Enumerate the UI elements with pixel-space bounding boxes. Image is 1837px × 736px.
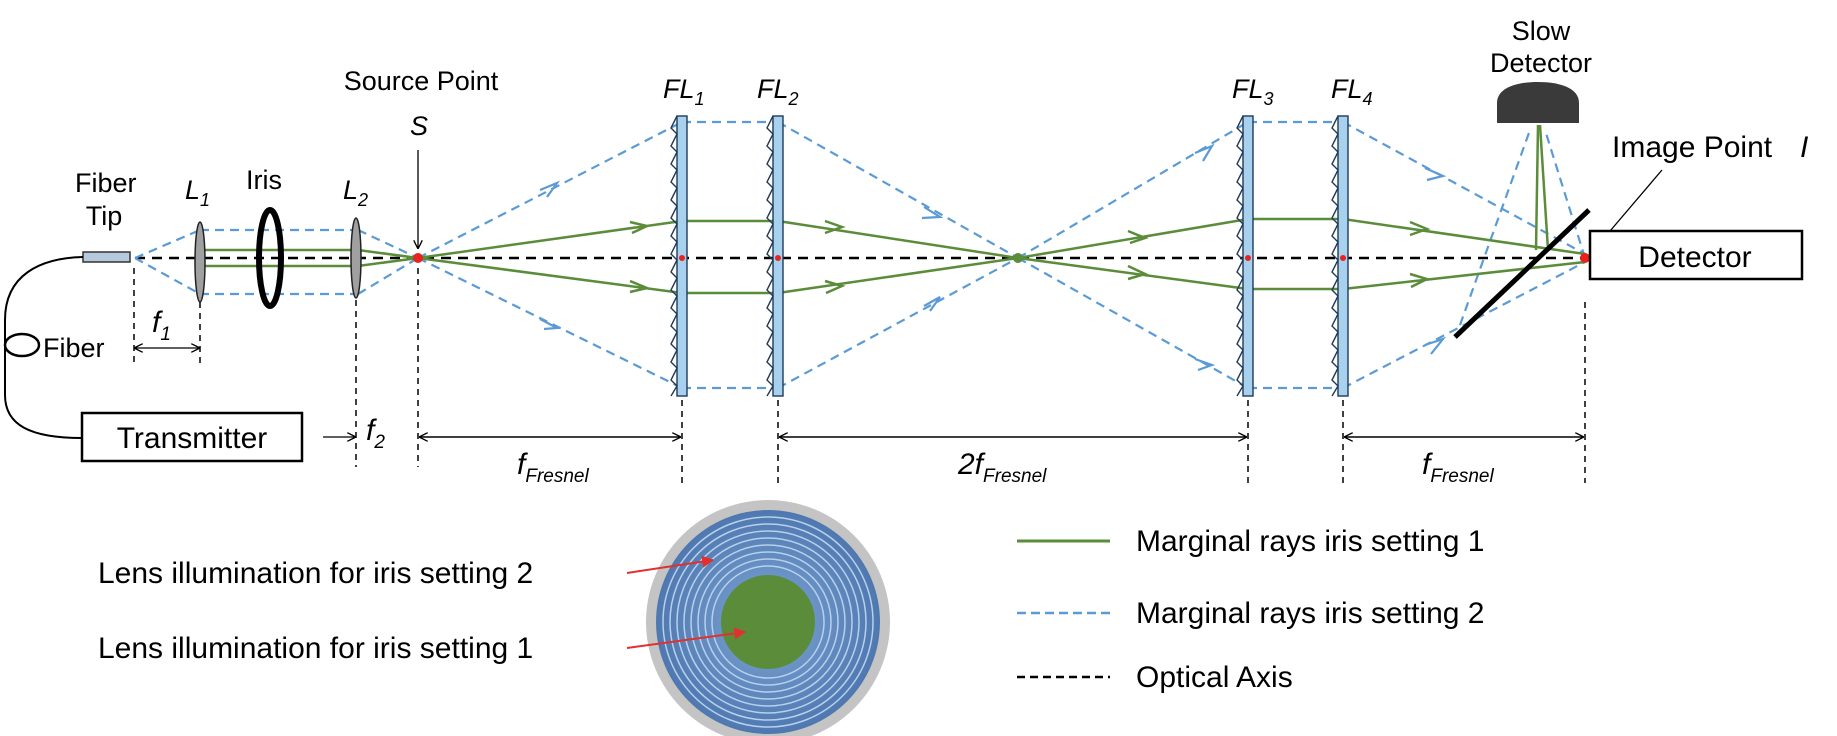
- fl3-label: FL3: [1232, 74, 1274, 109]
- blue-arrowhead: [1194, 357, 1216, 372]
- f-fresnel-label-1: fFresnel: [517, 448, 589, 487]
- blue-ray-fiber-l1-top: [134, 228, 201, 260]
- lens-l1-label: L1: [185, 175, 210, 210]
- green-ray-to-slow-detector-a: [1534, 124, 1540, 251]
- blue-ray-fl2-focus-top: [777, 121, 1019, 259]
- green-arrowhead: [1127, 229, 1149, 245]
- blue-ray-s-fl1-top: [417, 121, 683, 259]
- fresnel-lens-fl4: [1331, 115, 1349, 397]
- image-point-label: Image Point: [1612, 131, 1773, 164]
- green-arrowhead: [1409, 220, 1431, 237]
- setting2-annotation-arrow: [626, 555, 715, 574]
- fresnel-lens-fl3: [1236, 115, 1254, 397]
- image-symbol: I: [1800, 131, 1808, 164]
- source-point: [413, 253, 423, 263]
- lens-l2-label: L2: [343, 175, 368, 210]
- blue-ray-fl4-image-top: [1342, 121, 1586, 255]
- blue-arrowhead: [921, 206, 944, 220]
- fiber-label: Fiber: [43, 333, 105, 363]
- beam-splitter: [1453, 208, 1591, 339]
- transmitter-box: [80, 411, 304, 463]
- fiber-loop-icon: [3, 332, 41, 358]
- lens-illum-setting1-label: Lens illumination for iris setting 1: [98, 632, 533, 665]
- legend-label-3: Optical Axis: [1136, 661, 1293, 694]
- fl4-label: FL4: [1331, 74, 1373, 109]
- green-arrowhead: [1409, 272, 1431, 289]
- legend: Marginal rays iris setting 1 Marginal ra…: [1017, 525, 1484, 694]
- green-ray-s-fl1-bottom: [417, 256, 683, 295]
- fiber-tip-label-line1: Fiber: [75, 168, 137, 198]
- blue-arrowhead: [1424, 336, 1447, 355]
- blue-ray-l2-s-bottom: [357, 257, 419, 295]
- intermediate-focus-point: [1013, 253, 1023, 263]
- green-arrowhead: [824, 279, 846, 295]
- green-arrowhead: [629, 220, 651, 235]
- blue-ray-s-fl1-bottom: [417, 257, 683, 389]
- lens-l1: [194, 221, 206, 303]
- fl1-label: FL1: [663, 74, 705, 109]
- green-ray-fl4-image-top: [1342, 217, 1586, 256]
- slow-detector-label-line2: Detector: [1490, 48, 1592, 78]
- iris-icon: [256, 207, 284, 309]
- green-arrowhead: [824, 219, 846, 235]
- green-ray-l2-s-bottom: [357, 256, 419, 268]
- fresnel-lens-fl2: [766, 115, 784, 397]
- blue-ray-to-slow-detector-left: [1458, 129, 1532, 326]
- legend-label-2: Marginal rays iris setting 2: [1136, 597, 1484, 630]
- blue-ray-to-slow-detector-right: [1543, 129, 1587, 259]
- green-ray-focus-fl3-top: [1017, 217, 1249, 260]
- fiber-cable: [4, 256, 84, 439]
- fiber-tip: [82, 251, 131, 263]
- image-point: [1580, 253, 1590, 263]
- green-arrowhead: [629, 279, 652, 294]
- lens-l2: [350, 217, 362, 299]
- green-ray-s-fl1-top: [417, 219, 683, 260]
- blue-arrowhead: [1424, 166, 1447, 182]
- transmitter-label: Transmitter: [117, 422, 268, 455]
- fresnel-lens-fl1: [670, 115, 688, 397]
- source-symbol: S: [410, 111, 428, 141]
- blue-ray-fl2-focus-bottom: [777, 257, 1019, 389]
- green-ray-fl4-image-bottom: [1342, 260, 1586, 291]
- blue-ray-fiber-l1-bottom: [134, 257, 201, 295]
- green-ray-l2-s-top: [357, 248, 419, 260]
- blue-ray-l2-s-top: [357, 229, 419, 259]
- blue-arrowhead: [1194, 143, 1215, 162]
- iris-label: Iris: [246, 165, 282, 195]
- detector-label: Detector: [1638, 241, 1751, 274]
- green-arrowhead: [1127, 264, 1149, 281]
- f2-label: f2: [366, 414, 385, 453]
- green-ray-fl2-focus-top: [777, 219, 1019, 260]
- two-f-fresnel-label: 2fFresnel: [957, 448, 1047, 487]
- f1-label: f1: [152, 306, 171, 345]
- f-fresnel-label-2: fFresnel: [1422, 448, 1494, 487]
- legend-label-1: Marginal rays iris setting 1: [1136, 525, 1484, 558]
- lens-illum-setting2-label: Lens illumination for iris setting 2: [98, 557, 533, 590]
- blue-arrowhead: [923, 296, 941, 312]
- setting1-annotation-arrow: [626, 627, 747, 649]
- slow-detector-icon: [1497, 82, 1579, 123]
- blue-ray-fl4-image-bottom: [1342, 261, 1586, 389]
- green-ray-to-slow-detector-b: [1538, 124, 1550, 251]
- green-ray-focus-fl3-bottom: [1017, 256, 1249, 291]
- blue-arrowhead: [539, 318, 561, 331]
- blue-arrowhead: [539, 180, 561, 198]
- detector-box: [1588, 229, 1804, 281]
- fresnel-lens-front-view: [646, 500, 890, 736]
- illumination-setting1-spot: [721, 575, 815, 669]
- slow-detector-label-line1: Slow: [1512, 16, 1571, 46]
- fl2-label: FL2: [757, 74, 799, 109]
- source-point-label: Source Point: [344, 66, 499, 96]
- green-ray-fl2-focus-bottom: [777, 256, 1019, 295]
- fiber-tip-label-line2: Tip: [86, 201, 123, 231]
